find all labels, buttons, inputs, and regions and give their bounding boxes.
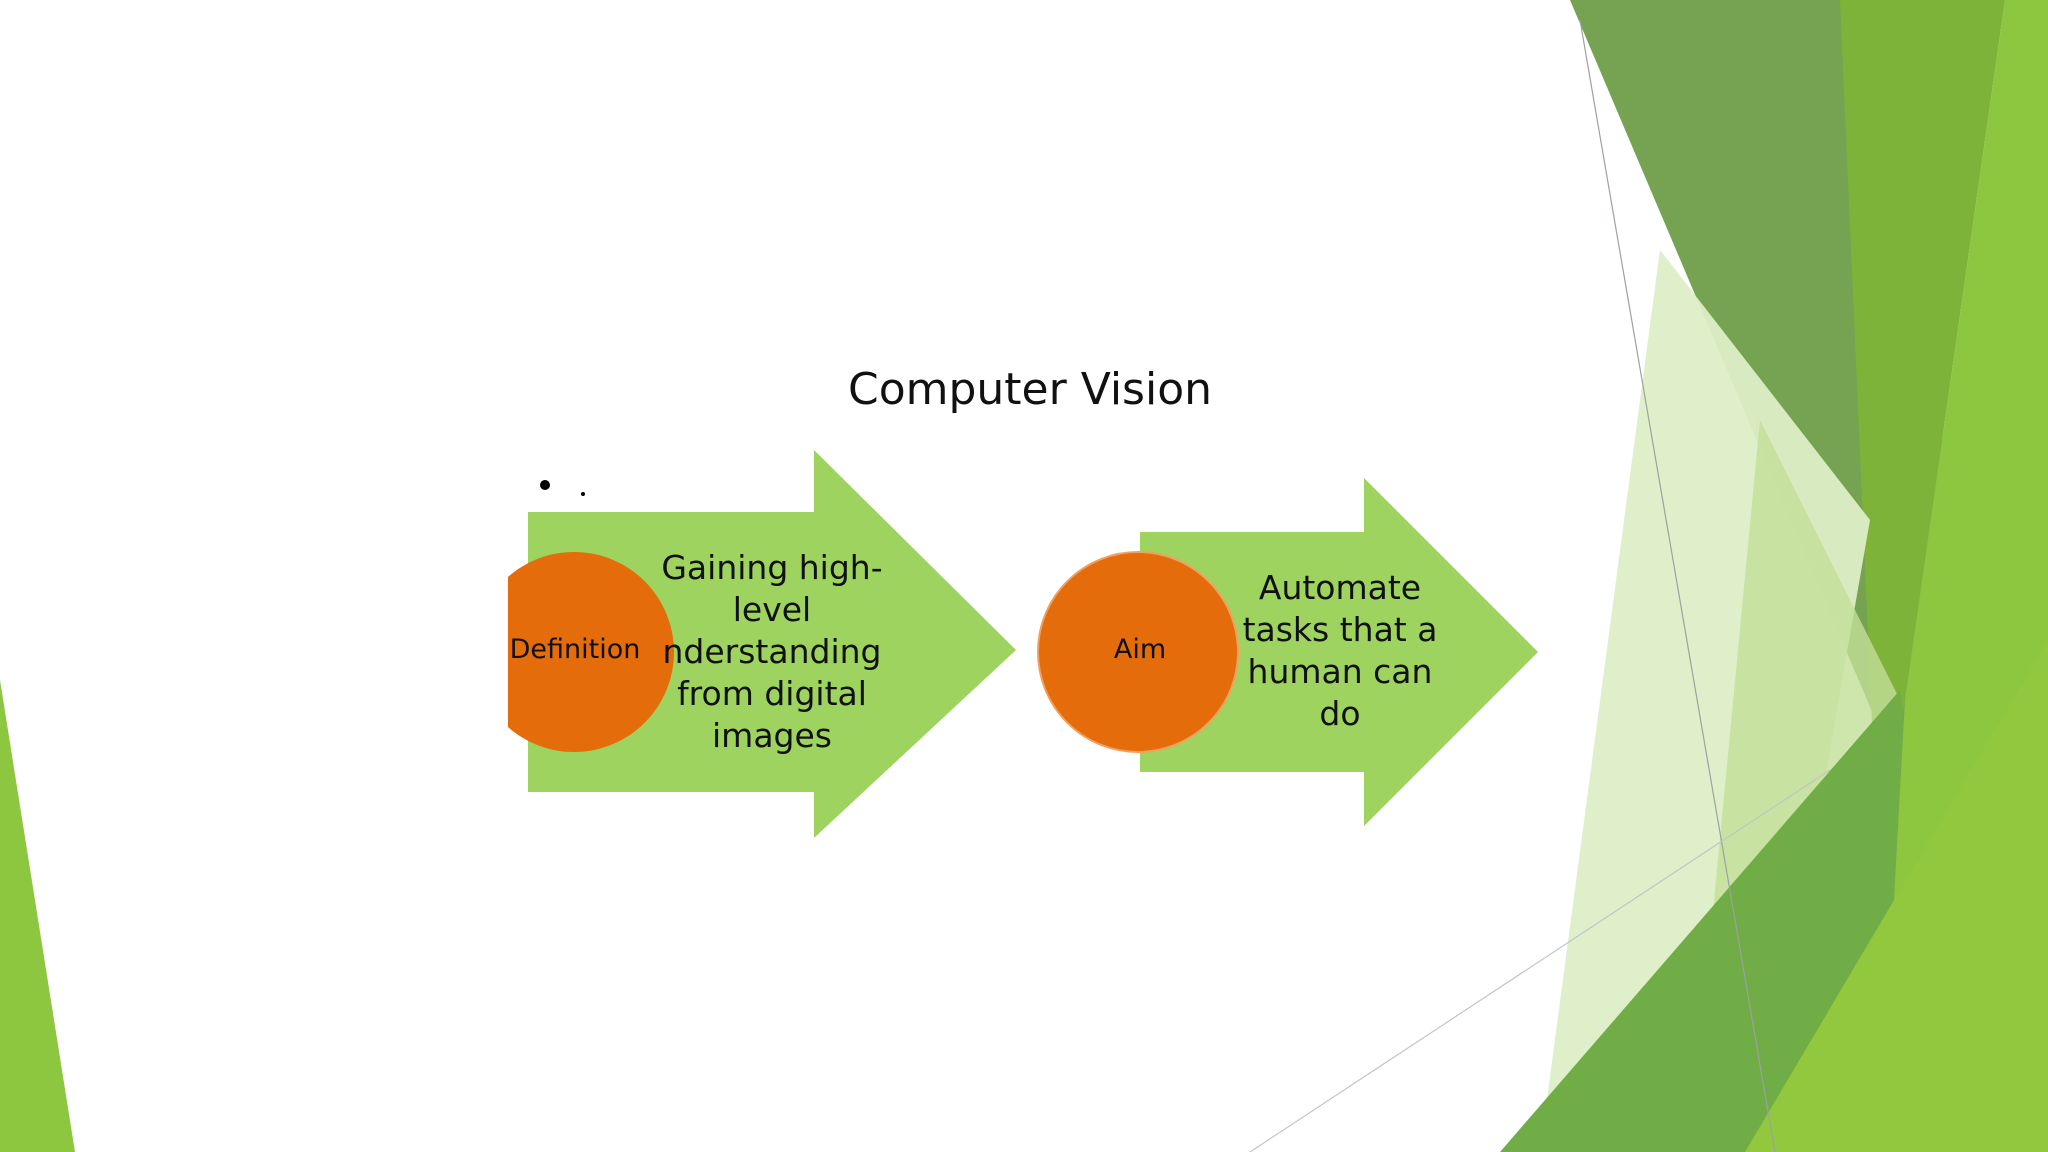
aim-label: Aim — [1113, 634, 1167, 665]
definition-text-line: level — [732, 590, 812, 629]
definition-text-line: Gaining high- — [661, 548, 883, 587]
left-green-shape — [0, 680, 75, 1152]
aim-arrow — [1140, 478, 1538, 826]
aim-text-line: Automate — [1258, 568, 1422, 607]
aim-text-line: do — [1319, 694, 1361, 733]
right-mid-green-shape — [1840, 0, 2005, 860]
slide-title: Computer Vision — [847, 364, 1213, 415]
definition-text-line: from digital — [677, 674, 867, 713]
stray-dot — [581, 492, 585, 496]
aim-text: Automate tasks that a human can do — [1220, 567, 1460, 735]
definition-label: Definition — [509, 634, 641, 665]
thin-line-1 — [1579, 19, 1776, 1152]
definition-text-line: images — [712, 716, 832, 755]
right-bright-green-shape — [1745, 640, 2048, 1152]
bullet-dot — [540, 480, 550, 490]
aim-circle — [1037, 551, 1239, 753]
definition-text-line: nderstanding — [662, 632, 882, 671]
definition-circle — [508, 552, 674, 752]
thin-line-2 — [1249, 769, 1831, 1152]
aim-text-line: human can — [1247, 652, 1433, 691]
aim-text-line: tasks that a — [1242, 610, 1438, 649]
definition-text: Gaining high- level nderstanding from di… — [652, 547, 892, 757]
definition-arrow — [528, 450, 1016, 838]
